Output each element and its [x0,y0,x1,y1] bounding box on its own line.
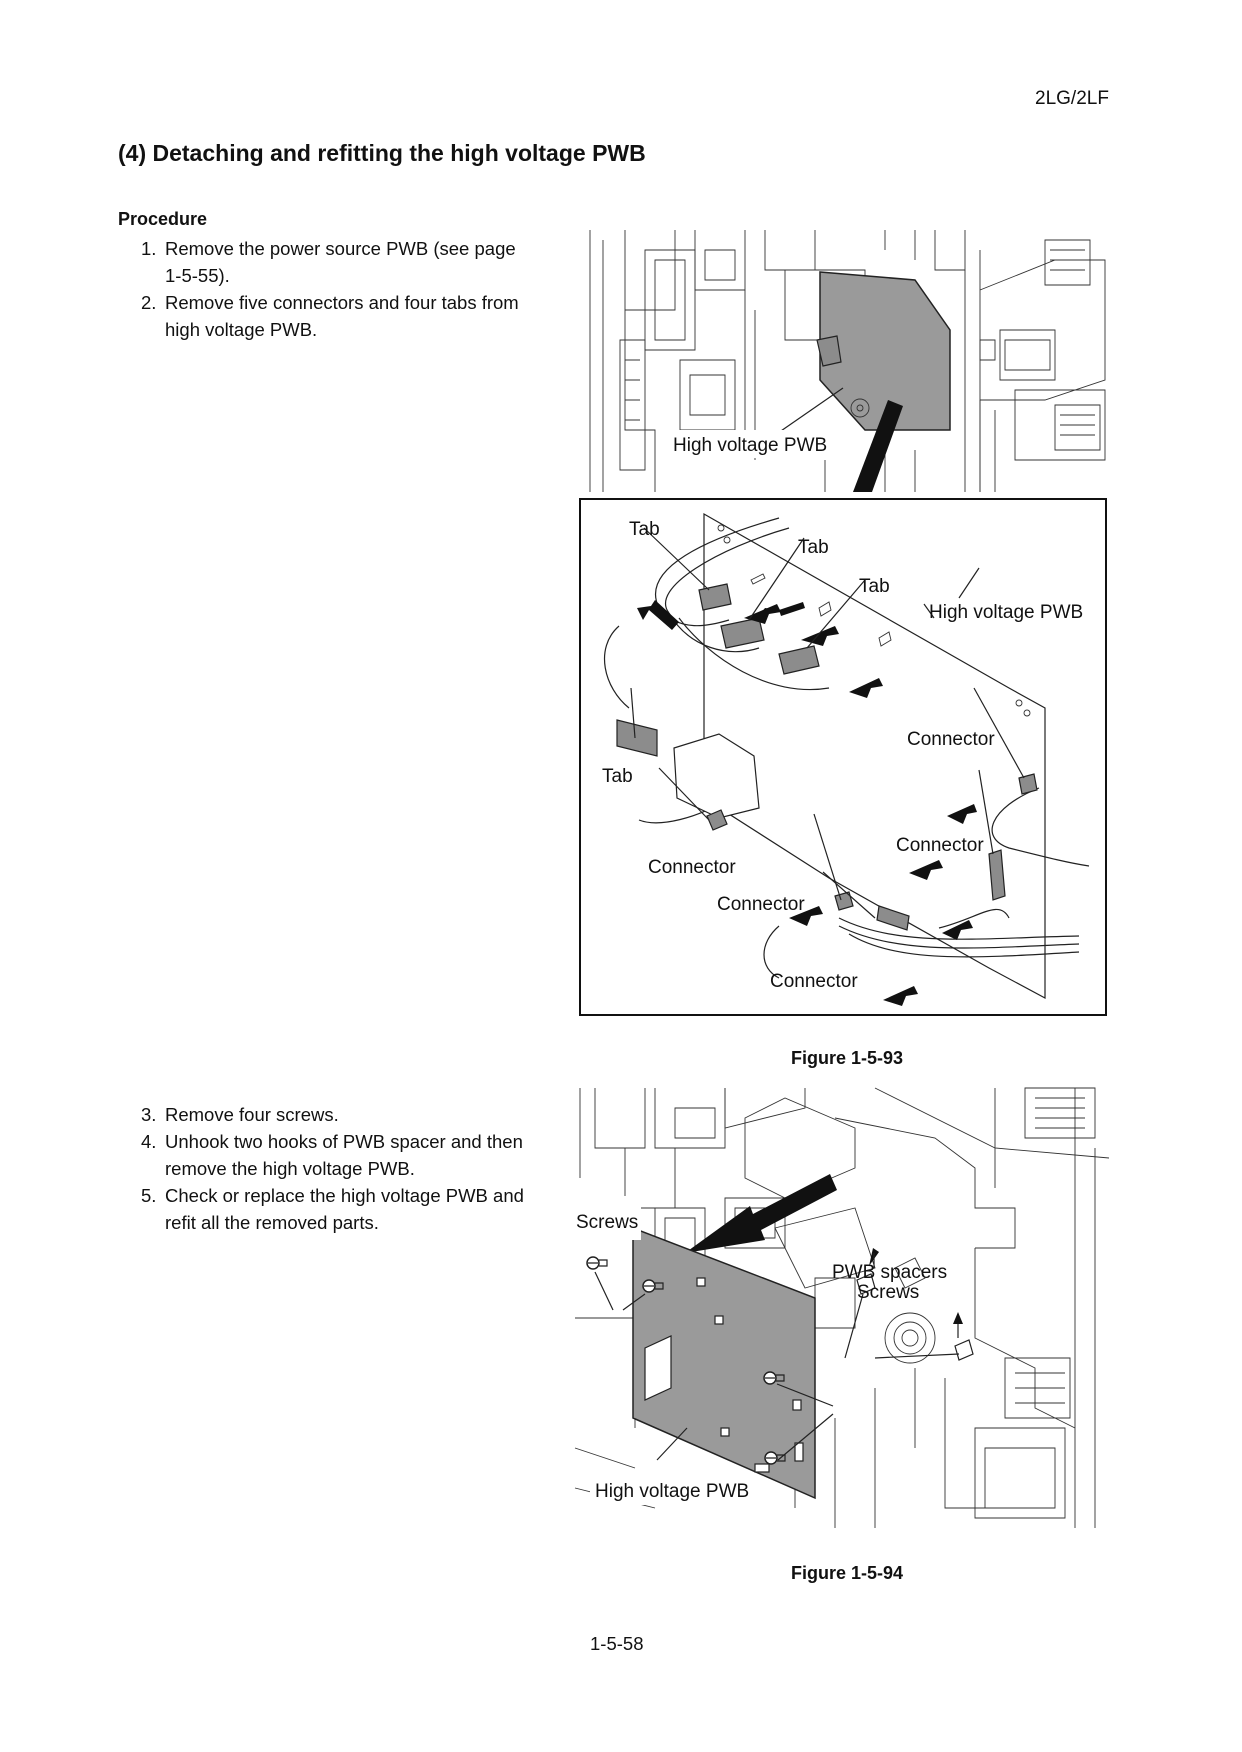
label-connector-3: Connector [648,857,736,878]
pwb-spacer-icon [954,1339,974,1361]
step-number: 2. [141,292,157,313]
gear-large [884,1312,936,1364]
tab-1 [698,583,732,611]
detail-wires [604,517,1090,979]
step-text: Unhook two hooks of PWB spacer and then … [165,1131,523,1179]
figure-93-overview-illustration: High voltage PWB [589,230,1106,492]
figure-94-caption: Figure 1-5-94 [791,1563,904,1583]
screws-label-backing [573,1196,641,1240]
step-text: Remove five connectors and four tabs fro… [165,292,519,340]
figure-93-caption: Figure 1-5-93 [791,1048,904,1068]
label-tab-3: Tab [859,576,890,597]
step-text: Remove the power source PWB (see page 1-… [165,238,516,286]
procedure-step: 5. Check or replace the high voltage PWB… [141,1182,541,1236]
connector-4 [834,891,854,911]
detail-frame [579,498,1107,1016]
label-connector-5: Connector [770,971,858,992]
label-high-voltage-pwb: High voltage PWB [595,1481,749,1502]
screw-icon [642,1279,664,1293]
label-connector-2: Connector [896,835,984,856]
step-number: 1. [141,238,157,259]
gear-circle [850,398,870,418]
label-high-voltage-pwb-detail: High voltage PWB [929,602,1083,623]
procedure-step: 4. Unhook two hooks of PWB spacer and th… [141,1128,541,1182]
connector-5 [876,905,910,931]
connector-1 [706,809,728,831]
screw-icon [586,1256,608,1270]
step-text: Remove four screws. [165,1104,339,1125]
label-tab-1: Tab [629,519,660,540]
pwb-spacer-block [644,1335,672,1401]
tab-4 [616,719,658,757]
procedure-step: 3. Remove four screws. [141,1101,541,1128]
connector-3 [988,849,1006,901]
high-voltage-pwb-board [819,271,951,431]
procedure-heading: Procedure [118,209,208,229]
step-number: 3. [141,1104,157,1125]
procedure-steps-a: 1. Remove the power source PWB (see page… [141,235,531,343]
callout-wedge [853,400,903,492]
label-connector-1: Connector [907,729,995,750]
screw-icon [763,1371,785,1385]
pwb-spacer-icon [856,1273,876,1295]
procedure-steps-b: 3. Remove four screws. 4. Unhook two hoo… [141,1101,541,1236]
connector-2 [1018,773,1038,795]
step-number: 5. [141,1185,157,1206]
label-tab-4: Tab [602,766,633,787]
figure-94-leader-lines [594,1271,960,1461]
screws [586,1256,786,1465]
procedure-step: 2. Remove five connectors and four tabs … [141,289,531,343]
direction-arrows [637,600,977,1006]
label-tab-2: Tab [798,537,829,558]
detail-leader-lines [630,527,1025,919]
label-high-voltage-pwb-overview: High voltage PWB [673,435,827,456]
board-components [696,1277,804,1473]
figure-94-illustration: Screws PWB spacers Screws High voltage P… [573,1087,1110,1528]
label-screws-right: Screws [857,1282,919,1303]
model-code: 2LG/2LF [1035,88,1109,109]
label-screws-left: Screws [576,1212,638,1233]
screw-icon [764,1451,786,1465]
label-pwb-spacers: PWB spacers [832,1262,947,1283]
procedure-step: 1. Remove the power source PWB (see page… [141,235,531,289]
board-holes [717,524,1031,717]
page-number: 1-5-58 [590,1633,644,1654]
high-voltage-pwb-board [632,1226,816,1500]
removal-arrow [685,1174,837,1253]
up-arrow-icon [953,1312,963,1324]
figure-93-detail-illustration: Tab Tab Tab High voltage PWB Tab Connect… [579,498,1107,1016]
tab-3 [778,645,820,675]
tab-2 [720,617,765,649]
pwb-spacers [856,1248,974,1361]
pwb-component-block [673,733,760,819]
section-title: (4) Detaching and refitting the high vol… [118,140,646,166]
step-text: Check or replace the high voltage PWB an… [165,1185,524,1233]
pwb-connector-block [816,335,842,367]
step-number: 4. [141,1131,157,1152]
label-connector-4: Connector [717,894,805,915]
